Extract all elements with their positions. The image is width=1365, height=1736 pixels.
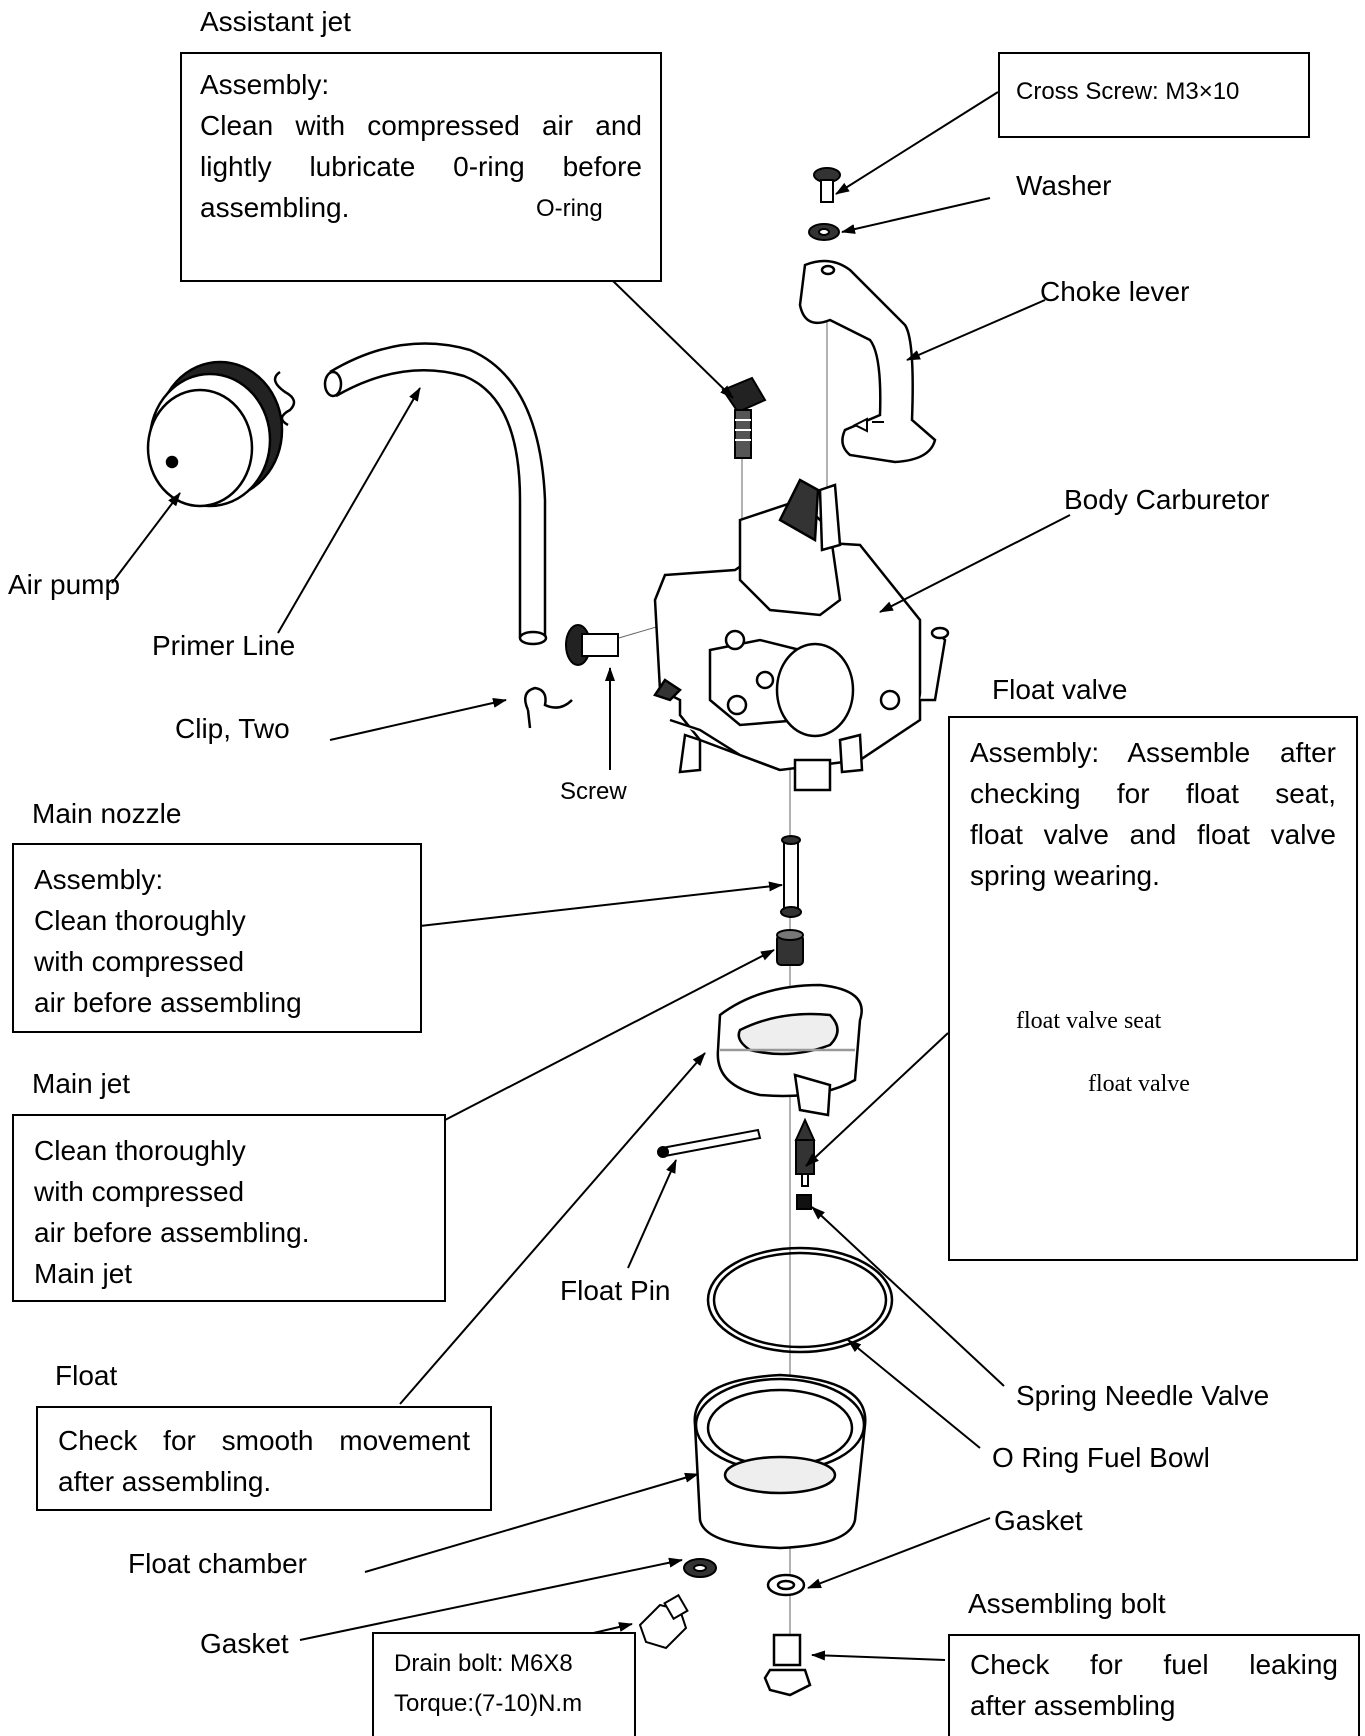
float-valve-part: [796, 1120, 814, 1186]
assistant-jet-note-box: Assembly: Clean with compressed air and …: [180, 52, 662, 282]
float-note-box: Check for smooth movement after assembli…: [36, 1406, 492, 1511]
float-valve-small-label: float valve: [1088, 1071, 1190, 1097]
assembling-bolt-note-line-1: Check for fuel leaking: [970, 1649, 1338, 1680]
main-jet-note-line-3: air before assembling.: [34, 1217, 310, 1248]
main-jet-title: Main jet: [32, 1068, 131, 1099]
main-jet-note-line-2: with compressed: [34, 1176, 245, 1207]
float-note-line-1: Check for smooth movement: [58, 1425, 470, 1456]
cross-screw-box: Cross Screw: M3×10: [998, 52, 1310, 138]
washer-label: Washer: [1016, 170, 1112, 201]
drain-bolt-line-1: Drain bolt: M6X8: [394, 1650, 573, 1677]
assistant-jet-title: Assistant jet: [200, 6, 351, 37]
main-nozzle-note-line-4: air before assembling: [34, 987, 302, 1018]
drain-bolt-part: [640, 1595, 687, 1648]
spring-needle-valve-label: Spring Needle Valve: [1016, 1380, 1270, 1411]
float-valve-seat-label: float valve seat: [1016, 1008, 1162, 1034]
gasket-right-part: [768, 1575, 804, 1595]
gasket-left-label: Gasket: [200, 1628, 289, 1659]
o-ring-label: O-ring: [536, 195, 603, 222]
gasket-left-part: [684, 1559, 716, 1577]
air-pump-clip: [275, 372, 294, 425]
air-pump-label: Air pump: [8, 569, 121, 600]
assistant-jet-note-line-2: Clean with compressed air and: [200, 110, 642, 141]
o-ring-fuel-bowl-part: [708, 1248, 892, 1352]
assembling-bolt-note-line-2: after assembling: [970, 1690, 1176, 1721]
cross-screw-text: Cross Screw: M3×10: [1016, 78, 1240, 105]
drain-bolt-box: Drain bolt: M6X8 Torque:(7-10)N.m: [372, 1632, 636, 1736]
main-nozzle-note-line-3: with compressed: [34, 946, 245, 977]
float-valve-note-line-4: spring wearing.: [970, 860, 1160, 891]
body-carburetor-label: Body Carburetor: [1064, 484, 1270, 515]
float-title: Float: [55, 1360, 118, 1391]
gasket-right-label: Gasket: [994, 1505, 1083, 1536]
washer-part: [809, 224, 839, 240]
float-note-line-2: after assembling.: [58, 1466, 272, 1497]
primer-line-label: Primer Line: [152, 630, 296, 661]
main-jet-note-box: Clean thoroughly with compressed air bef…: [12, 1114, 446, 1302]
assembling-bolt-title: Assembling bolt: [968, 1588, 1166, 1619]
main-nozzle-part: [781, 836, 801, 917]
primer-line-part: [325, 344, 546, 644]
main-nozzle-note-box: Assembly: Clean thoroughly with compress…: [12, 843, 422, 1033]
float-valve-note-line-1: Assembly: Assemble after: [970, 737, 1336, 768]
spring-needle-valve-part: [797, 1195, 811, 1209]
cross-screw-part: [814, 168, 840, 202]
air-pump-part: [148, 362, 282, 506]
float-valve-note-line-3: float valve and float valve: [970, 819, 1336, 850]
main-jet-part: [777, 930, 803, 965]
screw-label: Screw: [560, 778, 627, 805]
main-jet-note-line-1: Clean thoroughly: [34, 1135, 246, 1166]
float-valve-note-box: Assembly: Assemble after checking for fl…: [948, 716, 1358, 1261]
float-valve-title: Float valve: [992, 674, 1128, 705]
float-pin-part: [658, 1130, 760, 1157]
choke-lever-label: Choke lever: [1040, 276, 1190, 307]
assistant-jet-part: [723, 378, 765, 458]
assembling-bolt-part: [765, 1635, 810, 1695]
o-ring-fuel-bowl-label: O Ring Fuel Bowl: [992, 1442, 1210, 1473]
main-nozzle-title: Main nozzle: [32, 798, 182, 829]
float-pin-label: Float Pin: [560, 1275, 671, 1306]
screw-part: [566, 625, 618, 665]
assembling-bolt-note-box: Check for fuel leaking after assembling: [948, 1634, 1360, 1736]
float-part: [718, 985, 862, 1115]
body-carburetor-part: [655, 480, 948, 790]
clip-two-part: [525, 688, 572, 728]
assistant-jet-note-line-4: assembling.: [200, 192, 350, 223]
assistant-jet-note-line-1: Assembly:: [200, 69, 330, 100]
float-chamber-part: [695, 1375, 866, 1548]
main-jet-note-line-4: Main jet: [34, 1258, 133, 1289]
main-nozzle-note-line-1: Assembly:: [34, 864, 164, 895]
assistant-jet-note-line-3: lightly lubricate 0-ring before: [200, 151, 642, 182]
leader-lines: [112, 92, 1162, 1660]
float-chamber-label: Float chamber: [128, 1548, 307, 1579]
float-valve-note-line-2: checking for float seat,: [970, 778, 1336, 809]
choke-lever-part: [800, 261, 935, 462]
drain-bolt-line-2: Torque:(7-10)N.m: [394, 1690, 583, 1717]
main-nozzle-note-line-2: Clean thoroughly: [34, 905, 246, 936]
clip-two-label: Clip, Two: [175, 713, 290, 744]
